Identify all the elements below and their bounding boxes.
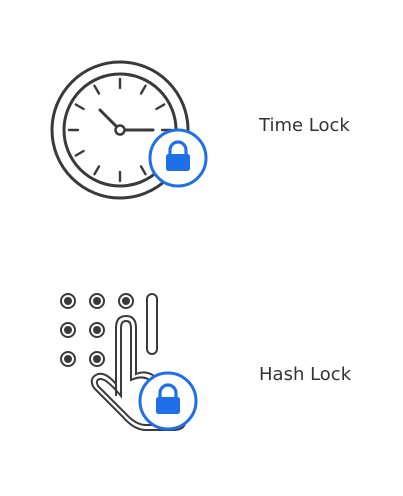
clock-icon: [40, 52, 220, 202]
time-lock-row: Time Lock: [40, 52, 350, 202]
time-lock-label: Time Lock: [259, 115, 350, 136]
hash-lock-label: Hash Lock: [259, 364, 352, 385]
padlock-badge-icon: [138, 371, 198, 431]
padlock-badge-icon: [148, 128, 208, 188]
keypad-hand-icon: [50, 284, 210, 444]
hash-lock-row: Hash Lock: [0, 248, 403, 496]
